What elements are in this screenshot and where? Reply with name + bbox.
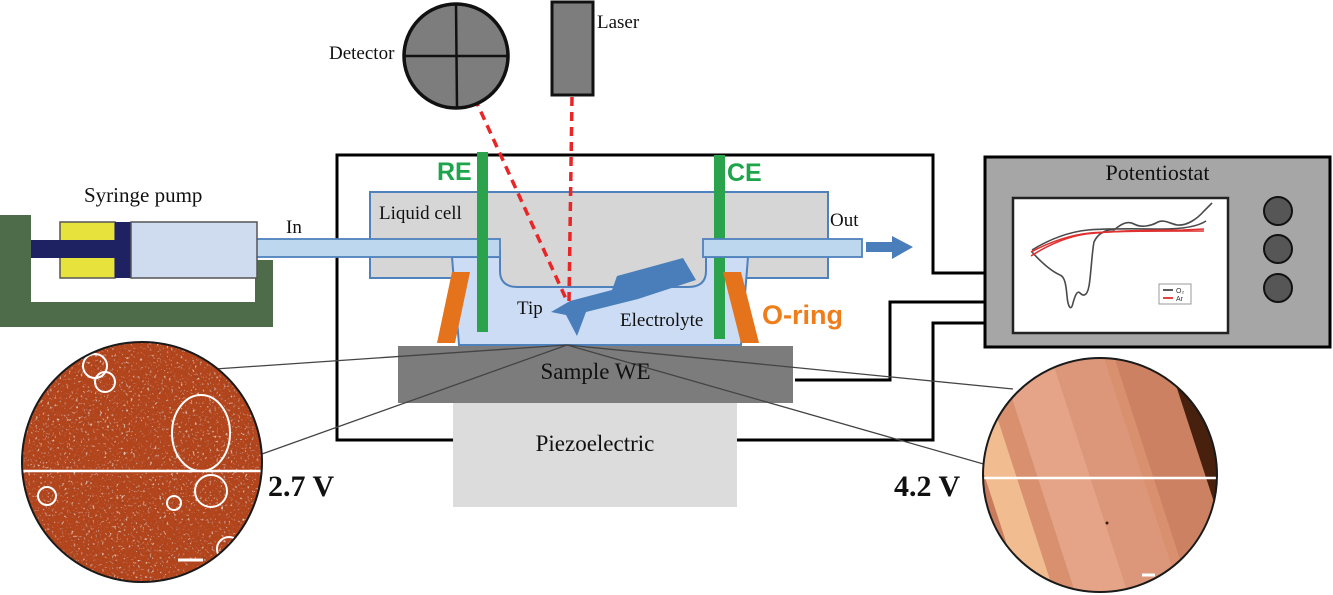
afm-image-left xyxy=(22,342,262,582)
tip-label: Tip xyxy=(517,298,543,319)
electrolyte-label: Electrolyte xyxy=(620,310,704,331)
liquid-cell-label: Liquid cell xyxy=(379,203,462,224)
cv-legend-red-label: Ar xyxy=(1176,296,1184,303)
sample-potentiostat-wire xyxy=(795,300,985,382)
inlet-label: In xyxy=(286,217,302,238)
afm-left-voltage-label: 2.7 V xyxy=(268,470,335,503)
syringe-barrel xyxy=(130,221,258,279)
cv-curve-gray xyxy=(1031,202,1213,309)
afm-image-right-outline xyxy=(982,357,1218,593)
o-ring-left xyxy=(437,272,470,343)
inlet-tube xyxy=(254,238,501,258)
outflow-arrow-head xyxy=(892,236,913,259)
syringe-pump-frame xyxy=(0,215,273,327)
cv-curve-gray-return xyxy=(1031,220,1207,251)
reference-electrode-label: RE xyxy=(437,158,472,186)
enclosure-and-potentiostat-wires xyxy=(335,153,985,442)
outlet-tube xyxy=(702,238,863,258)
detector-label: Detector xyxy=(329,43,395,64)
afm-image-left-outline xyxy=(21,341,263,583)
laser-beam-incident xyxy=(567,96,574,302)
sample-working-electrode xyxy=(398,346,793,403)
sample-we-label: Sample WE xyxy=(540,359,651,384)
afm-cantilever-tip xyxy=(551,258,696,336)
o-ring-right xyxy=(723,272,759,343)
potentiostat-label: Potentiostat xyxy=(1105,160,1210,185)
cv-curve-red-return xyxy=(1030,230,1205,253)
piezoelectric-block xyxy=(453,403,737,507)
potentiostat-knob-1 xyxy=(1263,196,1293,226)
cv-legend-gray-label: O₂ xyxy=(1176,288,1184,295)
piezoelectric-label: Piezoelectric xyxy=(535,431,655,456)
syringe-plunger-head xyxy=(115,222,131,278)
potentiostat-knob-2 xyxy=(1263,234,1293,264)
potentiostat-knob-3 xyxy=(1263,273,1293,303)
outflow-arrow-shaft xyxy=(866,242,892,252)
syringe-plunger-rod xyxy=(31,240,118,258)
counter-electrode-label: CE xyxy=(727,159,762,187)
callout-fan-lines xyxy=(214,344,1014,470)
afm-right-voltage-label: 4.2 V xyxy=(894,470,961,503)
outlet-label: Out xyxy=(830,210,859,231)
o-ring-label: O-ring xyxy=(762,300,843,330)
cv-legend-box xyxy=(1158,283,1192,305)
laser-source xyxy=(550,0,595,97)
syringe-pump-label: Syringe pump xyxy=(84,183,203,207)
reference-electrode-bar xyxy=(477,152,488,332)
laser-label: Laser xyxy=(597,12,640,33)
